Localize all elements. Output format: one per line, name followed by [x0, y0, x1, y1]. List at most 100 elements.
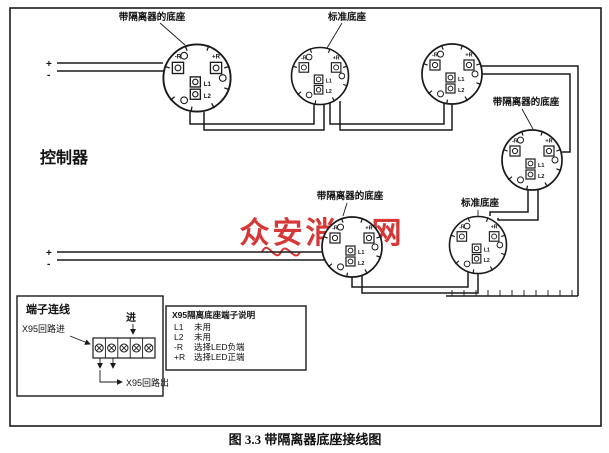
terminal-label-rplus: +R	[212, 53, 221, 60]
terminal-label-rplus: +R	[365, 226, 372, 232]
terminal-screw	[527, 171, 534, 178]
legend-desc-0: 未用	[194, 322, 211, 332]
terminal-screw	[545, 147, 553, 155]
terminal-label-l1: L1	[484, 248, 490, 254]
base-screw	[305, 53, 313, 61]
legend-term-1: L2	[174, 332, 184, 342]
legend-term-2: -R	[174, 342, 183, 352]
base-screw	[337, 263, 344, 271]
terminal-screw	[315, 87, 322, 93]
legend-term-3: +R	[174, 352, 185, 362]
terminal-label-rminus: -R	[301, 55, 307, 61]
loop-out-label: X95回路出	[126, 377, 169, 388]
base-screw	[496, 241, 504, 249]
terminal-screw	[473, 256, 480, 262]
legend-box: X95隔离底座端子说明 L1 未用 L2 未用 -R 选择LED负端 +R 选择…	[165, 305, 307, 371]
legend-title: X95隔离底座端子说明	[172, 310, 256, 320]
detector-base-6: -R +R L1 L2	[448, 215, 508, 275]
legend-desc-3: 选择LED正端	[194, 352, 245, 362]
terminal-label-l2: L2	[538, 174, 544, 180]
terminal-screw	[491, 233, 498, 240]
terminal-label-rplus: +R	[491, 224, 498, 230]
base-ticks	[322, 217, 382, 278]
controller: 控制器 + - + -	[40, 59, 89, 270]
label-bottom-standard: 标准底座	[460, 197, 500, 209]
base-ticks	[422, 44, 482, 105]
base-screw	[551, 156, 559, 164]
terminal-label-rminus: -R	[459, 224, 465, 230]
terminal-screw	[347, 247, 354, 254]
legend-desc-1: 未用	[194, 332, 211, 342]
terminal-screw	[192, 90, 199, 98]
label-top-isolator: 带隔离器的底座	[119, 11, 186, 23]
terminal-screw	[347, 258, 354, 265]
detector-base-3: -R +R L1 L2	[421, 43, 483, 105]
base-screw	[371, 243, 379, 251]
terminal-screw	[458, 233, 465, 240]
terminal-label-l2: L2	[326, 89, 332, 95]
base-screw	[463, 260, 471, 268]
terminal-box-frame	[16, 295, 164, 397]
terminal-screw	[447, 85, 454, 92]
terminal-label-l1: L1	[358, 250, 364, 256]
base-screw	[437, 90, 444, 98]
detector-base-1: -R +R L1 L2	[162, 43, 232, 113]
terminal-strip-screws	[94, 343, 154, 353]
terminal-screw	[300, 64, 307, 71]
terminal-label-rplus: +R	[545, 139, 552, 145]
terminal-screw	[315, 76, 322, 83]
label-top-standard: 标准底座	[327, 11, 367, 23]
base-screw	[218, 74, 227, 82]
base-callouts: 带隔离器的底座 标准底座 带隔离器的底座 带隔离器的底座 标准底座	[119, 11, 560, 217]
loop-wiring	[57, 62, 579, 297]
base-ticks	[450, 217, 506, 275]
terminal-label-l1: L1	[204, 81, 212, 88]
terminal-label-rplus: +R	[333, 55, 340, 61]
terminal-screw	[527, 160, 534, 167]
terminal-detail-box: 端子连线 进 X95回路进 X95回路出	[16, 295, 169, 397]
terminal-label-l1: L1	[538, 163, 544, 169]
controller-plus-bottom: +	[46, 248, 52, 259]
in-arrow-label: 进	[126, 311, 136, 324]
legend-term-0: L1	[174, 322, 184, 332]
terminal-screw	[212, 64, 220, 72]
terminal-label-rminus: -R	[175, 53, 182, 60]
terminal-screw	[511, 147, 519, 155]
base-screw	[463, 222, 471, 230]
label-mid-isolator: 带隔离器的底座	[317, 190, 384, 202]
base-screw	[337, 223, 344, 231]
figure-caption: 图 3.3 带隔离器底座接线图	[229, 432, 382, 447]
base-screw	[517, 176, 524, 184]
base-screw	[180, 51, 189, 60]
terminal-label-rminus: -R	[432, 53, 438, 59]
terminal-label-l1: L1	[326, 79, 332, 85]
terminal-screw	[447, 74, 454, 81]
base-screw	[471, 70, 479, 78]
base-ticks	[164, 45, 230, 113]
controller-minus-bottom: -	[47, 259, 50, 270]
terminal-box-title: 端子连线	[26, 302, 70, 316]
terminal-screw	[174, 64, 182, 72]
terminal-screw	[365, 234, 373, 242]
terminal-screw	[331, 234, 339, 242]
label-right-isolator: 带隔离器的底座	[493, 96, 560, 108]
terminal-label-l1: L1	[458, 77, 464, 83]
terminal-label-l2: L2	[484, 258, 490, 264]
base-screw	[305, 91, 313, 99]
controller-label: 控制器	[40, 148, 89, 167]
base-ticks	[292, 48, 348, 106]
terminal-label-l2: L2	[458, 88, 464, 94]
terminal-label-l2: L2	[204, 93, 212, 100]
controller-minus-top: -	[47, 70, 50, 81]
diagram-frame	[9, 7, 602, 427]
detector-base-2: -R +R L1 L2	[290, 46, 350, 106]
base-ticks	[502, 130, 562, 191]
detector-base-4: -R +R L1 L2	[501, 129, 563, 191]
legend-frame	[165, 305, 307, 371]
terminal-label-rminus: -R	[332, 226, 338, 232]
terminal-screw	[431, 61, 439, 69]
controller-plus-top: +	[46, 59, 52, 70]
base-screw	[517, 136, 524, 144]
